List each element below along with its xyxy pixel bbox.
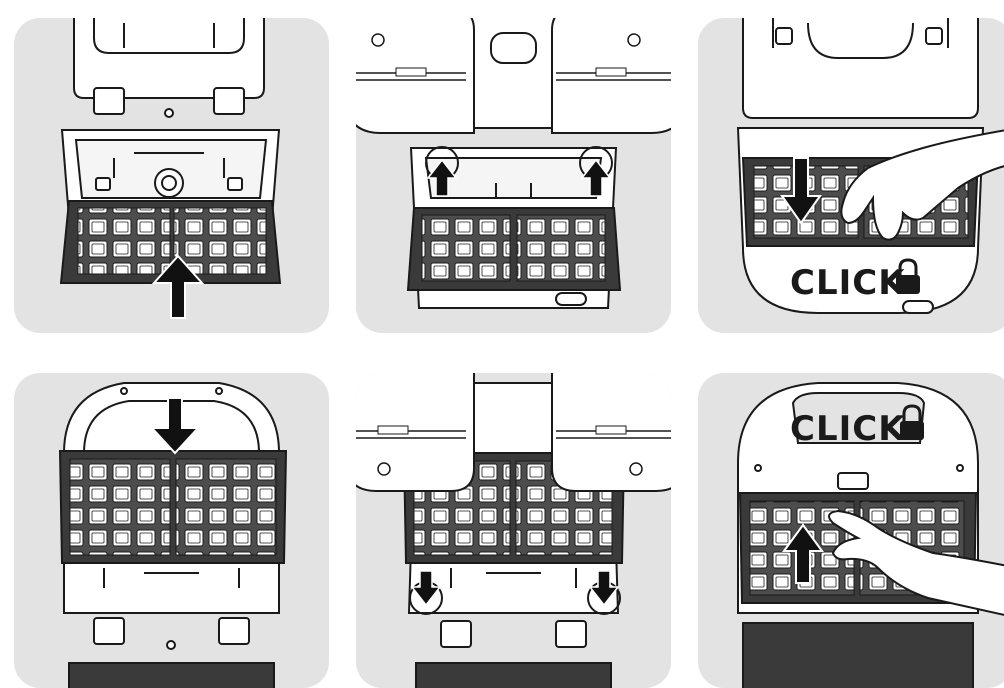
- zoom-inset-right: [552, 373, 671, 491]
- step-panel-5: [356, 373, 671, 688]
- step-panel-1: [14, 18, 329, 333]
- step-panel-6: CLICK: [698, 373, 1004, 688]
- waffle-plate: [60, 451, 286, 563]
- step-panel-2: [356, 18, 671, 333]
- zoom-inset-left: [356, 18, 474, 133]
- step-panel-3: CLICK: [698, 18, 1004, 333]
- zoom-inset-right: [552, 18, 671, 133]
- step-panel-4: [14, 373, 329, 688]
- waffle-plate: [408, 208, 620, 290]
- zoom-inset-left: [356, 373, 474, 491]
- click-label: CLICK: [790, 263, 906, 303]
- click-label: CLICK: [790, 409, 906, 449]
